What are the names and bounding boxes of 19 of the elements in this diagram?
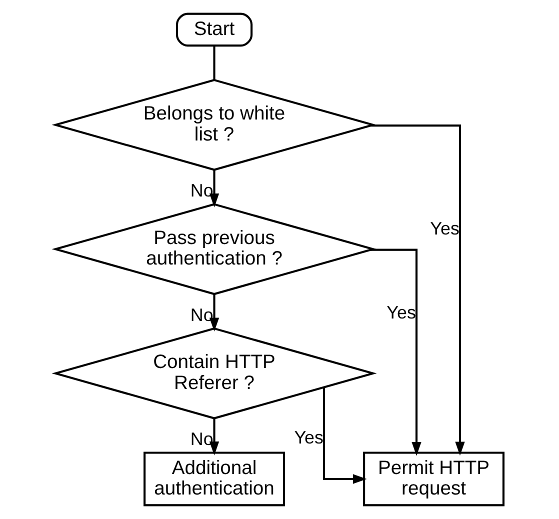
edge-label: Yes (430, 218, 460, 239)
node-box: Start (176, 12, 253, 47)
arrow (209, 170, 220, 208)
edge-label: Yes (294, 427, 324, 448)
arrow (209, 294, 220, 332)
arrow (322, 388, 367, 484)
edge-label: No (190, 429, 214, 450)
node-diamond: Contain HTTP Referer ? (52, 327, 377, 420)
node-box: Permit HTTP request (363, 452, 505, 506)
arrow (370, 124, 465, 456)
node-diamond: Pass previous authentication ? (52, 203, 377, 296)
node-diamond: Belongs to white list ? (52, 78, 377, 171)
edge-label: Yes (386, 302, 416, 323)
arrow (370, 248, 422, 456)
edge-label: No (190, 180, 214, 201)
arrow (209, 418, 220, 456)
connector (213, 46, 216, 80)
edge-label: No (190, 304, 214, 325)
node-box: Additional authentication (144, 452, 286, 506)
